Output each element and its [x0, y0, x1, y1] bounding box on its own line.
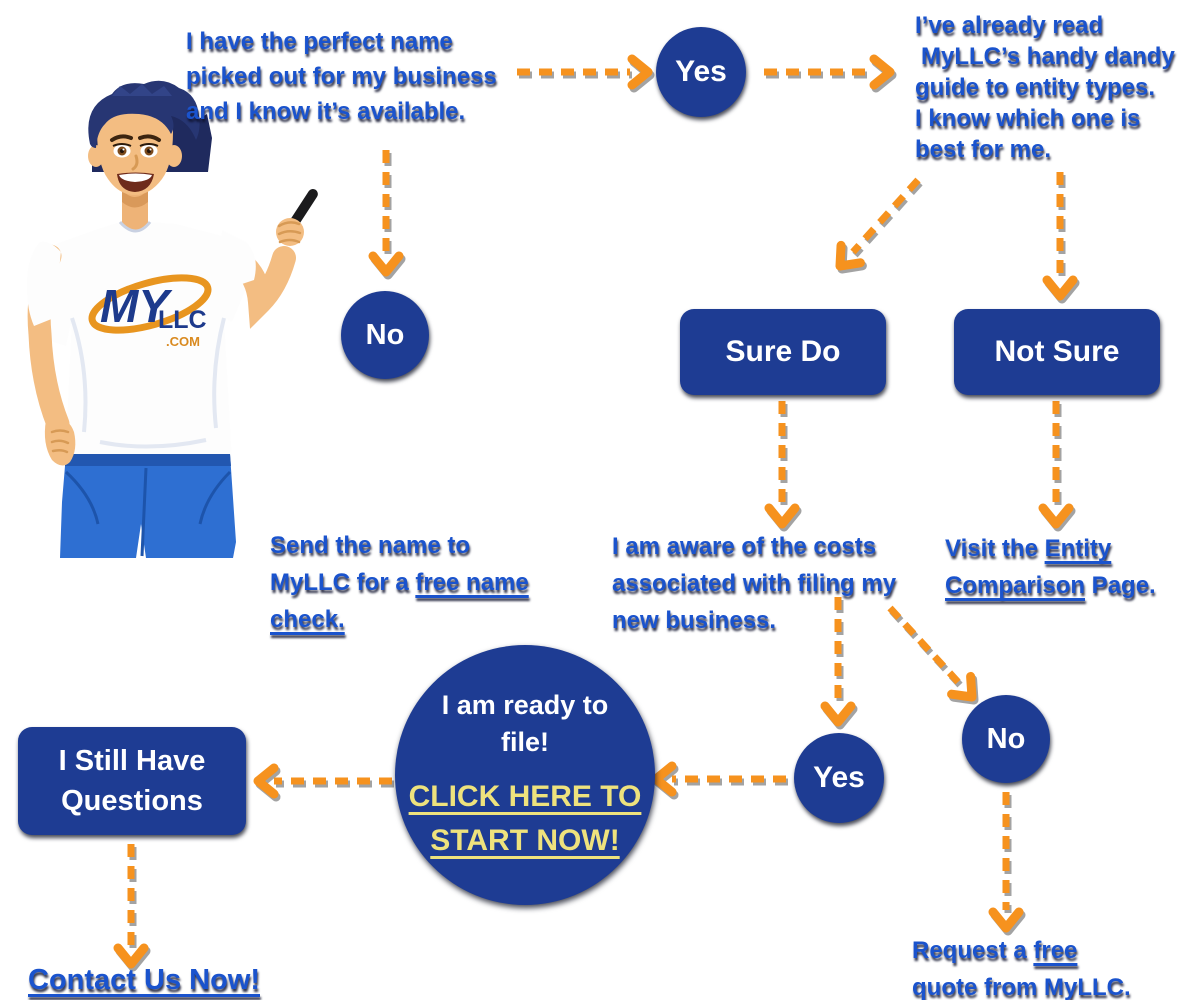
arrow-guide-to-suredo [835, 177, 921, 271]
logo-my-text: MY [100, 280, 173, 332]
arrow-yes-to-guide [764, 54, 895, 90]
node-sure-do: Sure Do [680, 309, 886, 395]
entity-text: Visit the Entity Comparison Page. [945, 535, 1156, 599]
node-questions: I Still Have Questions [18, 727, 246, 835]
free-name-check-link-2[interactable]: check. [270, 606, 345, 633]
arrow-aware-to-no [887, 605, 977, 702]
node-ready-to-file: I am ready to file! CLICK HERE TO START … [395, 645, 655, 905]
aware-text: I am aware of the costs associated with … [612, 533, 897, 634]
node-yes-top: Yes [656, 27, 746, 117]
arrow-start-to-yes [517, 54, 653, 90]
request-text: Request a free quote from MyLLC. [912, 937, 1131, 1000]
click-here-start-link[interactable]: CLICK HERE TO START NOW! [408, 780, 642, 857]
logo-llc-text: LLC [158, 306, 207, 334]
mascot-illustration: MY LLC .COM [26, 80, 318, 558]
free-quote-link-2[interactable]: quote [912, 974, 978, 1000]
guide-text: I’ve already read MyLLC’s handy dandy gu… [915, 12, 1175, 163]
entity-comparison-link-2[interactable]: Comparison [945, 572, 1086, 599]
arrow-suredo-to-aware [764, 401, 800, 529]
node-yes-bottom: Yes [794, 733, 884, 823]
entity-comparison-link[interactable]: Entity [1044, 535, 1112, 562]
arrow-ready-to-questions [253, 763, 392, 799]
free-quote-link[interactable]: free [1033, 937, 1078, 964]
arrow-questions-to-contact [113, 844, 149, 969]
node-no-bottom: No [962, 695, 1050, 783]
arrow-yes-to-ready [651, 761, 786, 797]
node-no-left: No [341, 291, 429, 379]
contact-text: Contact Us Now! [28, 963, 260, 998]
start-text: I have the perfect name picked out for m… [186, 28, 497, 125]
free-name-check-link[interactable]: free name [415, 569, 529, 596]
myllc-logo: MY LLC .COM [88, 274, 212, 349]
node-not-sure: Not Sure [954, 309, 1160, 395]
arrow-no-to-request [988, 792, 1024, 933]
logo-com-text: .COM [166, 334, 200, 349]
arrow-guide-to-notsure [1042, 172, 1078, 301]
arrow-start-to-no [368, 150, 404, 277]
arrow-notsure-to-entity [1038, 401, 1074, 529]
name-check-text: Send the name to MyLLC for a free name c… [270, 532, 529, 633]
contact-us-link[interactable]: Contact Us Now! [28, 964, 260, 996]
